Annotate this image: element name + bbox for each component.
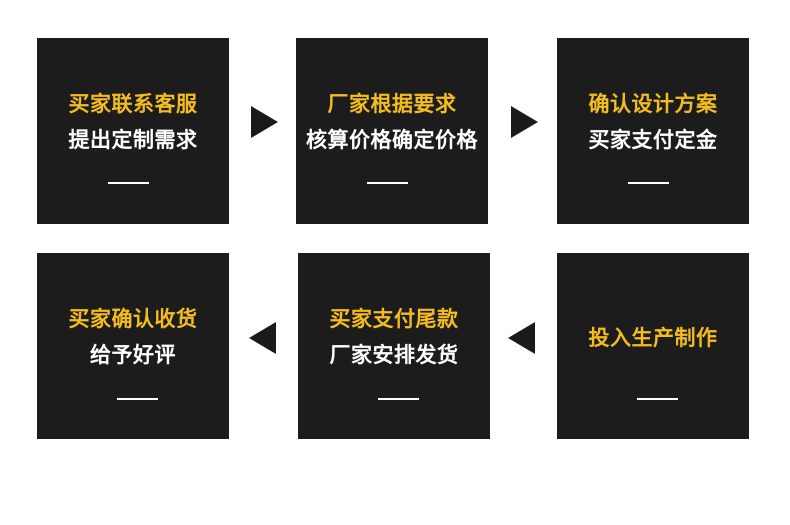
step-2-box: 厂家根据要求 核算价格确定价格 [296,38,488,224]
step-3-divider [628,182,669,184]
step-6-box: 买家确认收货 给予好评 [37,253,229,439]
step-4-box: 投入生产制作 [557,253,749,439]
step-5-box: 买家支付尾款 厂家安排发货 [298,253,490,439]
step-3-box: 确认设计方案 买家支付定金 [557,38,749,224]
step-6-title: 买家确认收货 [68,307,198,331]
step-5-subtitle: 厂家安排发货 [329,343,459,367]
left-arrow-icon [508,322,535,354]
right-arrow-icon [511,106,538,138]
step-1-divider [108,182,149,184]
step-2-subtitle: 核算价格确定价格 [306,128,478,152]
step-1-box: 买家联系客服 提出定制需求 [37,38,229,224]
step-6-subtitle: 给予好评 [90,343,176,367]
left-arrow-icon [249,322,276,354]
step-4-divider [637,398,678,400]
right-arrow-icon [251,106,278,138]
step-4-title: 投入生产制作 [588,326,718,350]
step-6-divider [117,398,158,400]
step-3-subtitle: 买家支付定金 [588,128,718,152]
step-5-title: 买家支付尾款 [329,307,459,331]
step-2-title: 厂家根据要求 [327,92,457,116]
step-1-title: 买家联系客服 [68,92,198,116]
step-1-subtitle: 提出定制需求 [68,128,198,152]
step-2-divider [367,182,408,184]
step-5-divider [378,398,419,400]
step-3-title: 确认设计方案 [588,92,718,116]
